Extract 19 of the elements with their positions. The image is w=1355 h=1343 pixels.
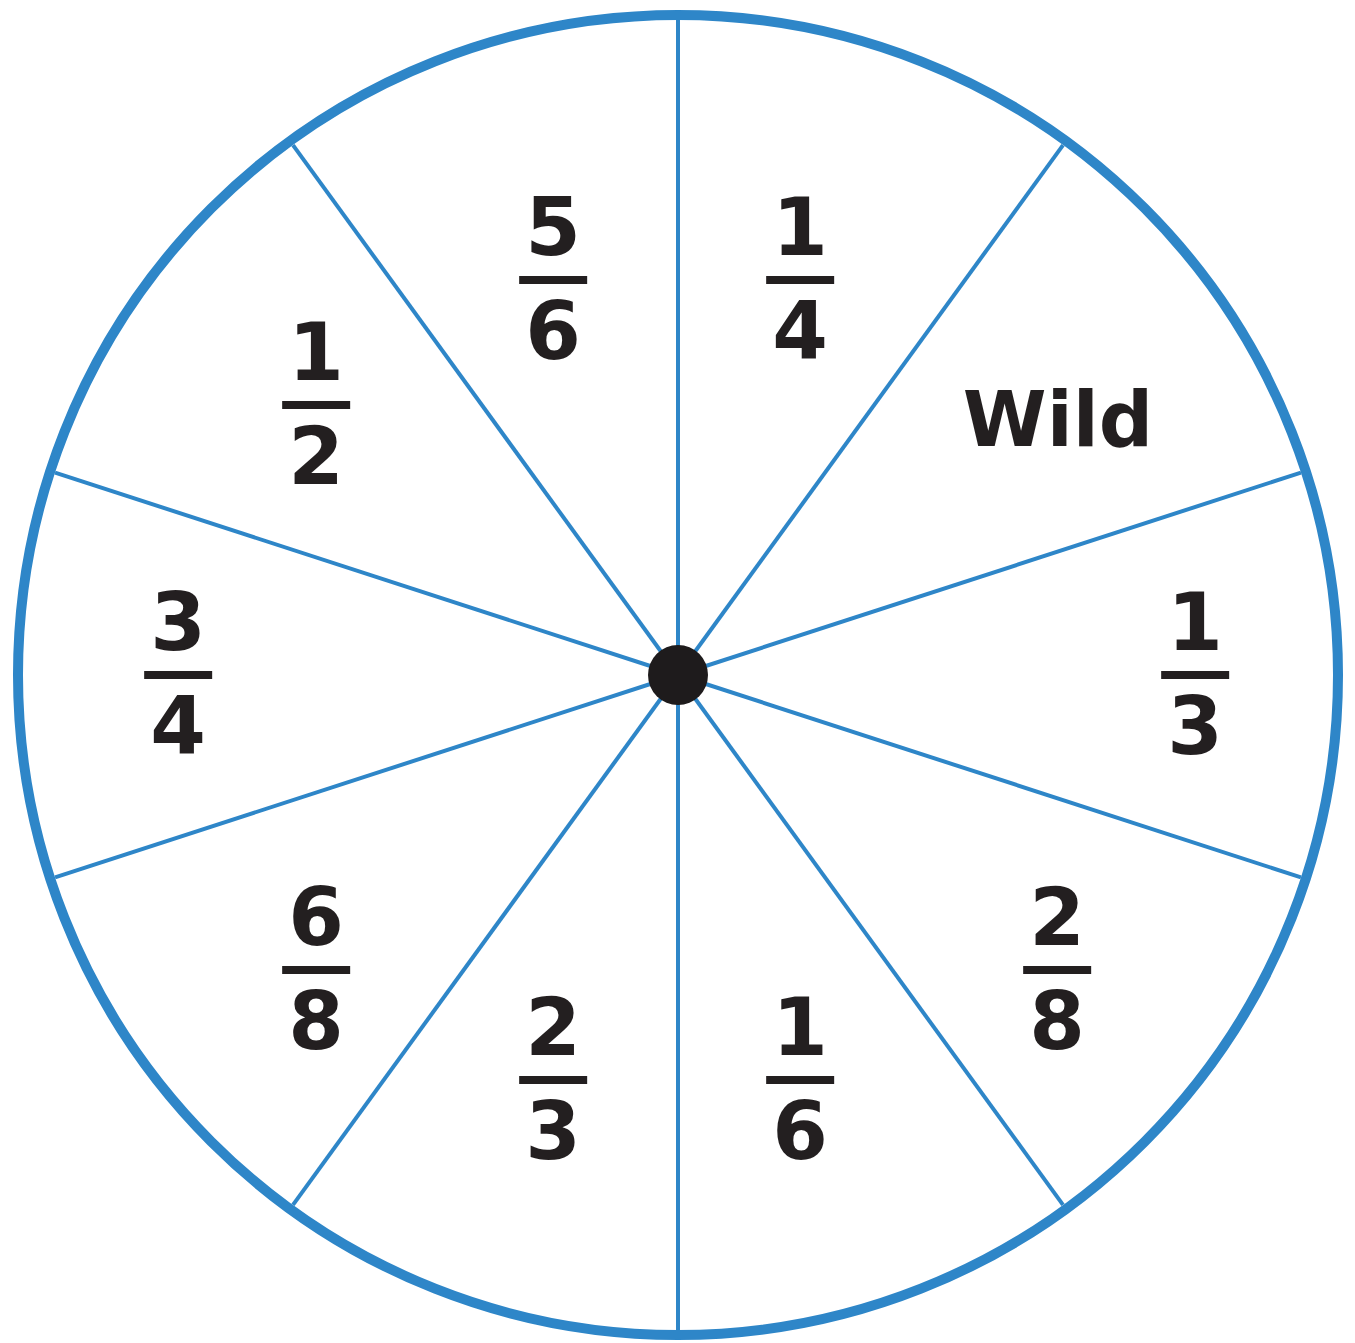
numerator: 2 <box>1029 878 1085 958</box>
denominator: 8 <box>1029 982 1085 1062</box>
denominator: 6 <box>525 292 581 372</box>
denominator: 6 <box>772 1092 828 1172</box>
numerator: 1 <box>288 313 344 393</box>
numerator: 6 <box>288 878 344 958</box>
numerator: 5 <box>525 188 581 268</box>
numerator: 3 <box>150 583 206 663</box>
numerator: 1 <box>772 988 828 1068</box>
denominator: 2 <box>288 417 344 497</box>
denominator: 8 <box>288 982 344 1062</box>
denominator: 3 <box>1167 687 1223 767</box>
numerator: 2 <box>525 988 581 1068</box>
numerator: 1 <box>772 188 828 268</box>
denominator: 4 <box>150 687 206 767</box>
sector-label: Wild <box>962 382 1154 458</box>
numerator: 1 <box>1167 583 1223 663</box>
denominator: 4 <box>772 292 828 372</box>
denominator: 3 <box>525 1092 581 1172</box>
